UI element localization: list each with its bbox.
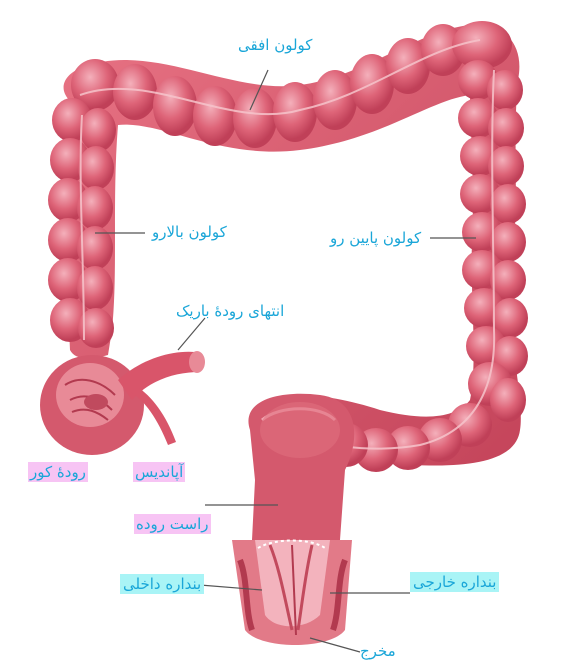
label-small-intestine-end: انتهای رودهٔ باریک	[176, 301, 284, 321]
label-rectum: راست روده	[134, 514, 211, 534]
label-descending-colon: کولون پایین رو	[330, 228, 421, 248]
label-external-sphincter: بنداره خارجی	[410, 572, 499, 592]
label-internal-sphincter: بنداره داخلی	[120, 574, 204, 594]
cecum	[40, 355, 144, 455]
label-cecum: رودهٔ کور	[28, 462, 88, 482]
small-intestine-end	[118, 351, 205, 400]
rectum	[248, 394, 354, 540]
label-appendix: آپاندیس	[133, 462, 185, 482]
label-anus: مخرج	[360, 641, 396, 661]
label-transverse-colon: کولون افقی	[238, 35, 312, 55]
label-ascending-colon: کولون بالارو	[152, 222, 227, 242]
